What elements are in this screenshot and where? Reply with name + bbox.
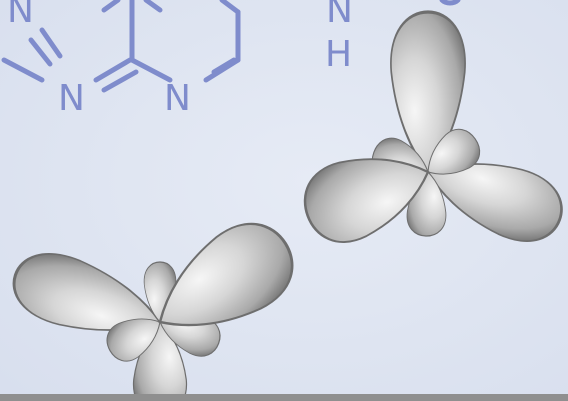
bond-line	[28, 37, 53, 67]
bond-double-line	[39, 27, 63, 59]
bond-line	[219, 0, 241, 15]
atom-label-nitrogen: N	[164, 78, 191, 119]
bottom-band	[0, 394, 568, 401]
atom-label-nitrogen: N	[7, 0, 34, 31]
bond-line	[93, 57, 133, 83]
atom-labels: N N N N H	[7, 0, 353, 119]
bond-line	[439, 0, 461, 6]
bond-line	[101, 0, 121, 13]
bond-line	[143, 0, 163, 13]
bond-line	[129, 57, 173, 83]
bond-double-line	[101, 69, 139, 93]
atom-label-hydrogen: H	[325, 34, 352, 75]
bond-double-line	[211, 57, 237, 75]
atom-label-nitrogen: N	[58, 78, 85, 119]
atom-label-nitrogen: N	[326, 0, 353, 31]
bond-line	[1, 57, 45, 83]
molecule-structure	[1, 0, 461, 93]
